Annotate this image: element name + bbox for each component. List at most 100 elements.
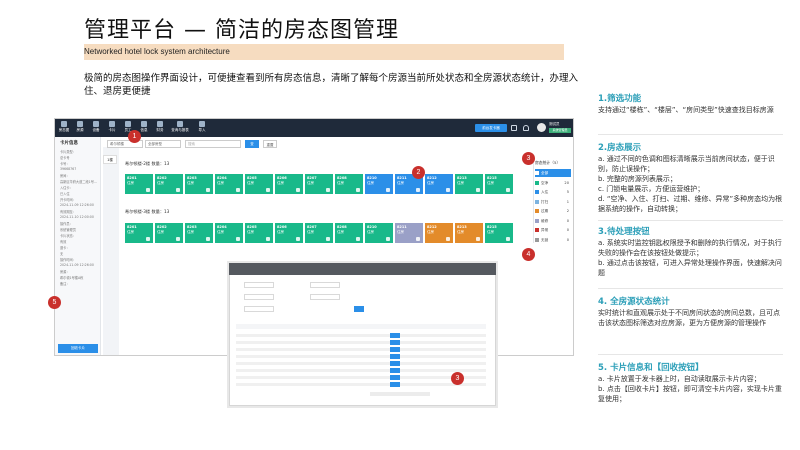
lock-icon [206, 237, 210, 241]
nav-cards[interactable]: 卡片 [105, 121, 119, 133]
divider [598, 354, 783, 355]
tab-floor-1[interactable]: 1楼 [103, 155, 117, 164]
message-icon[interactable] [511, 125, 517, 131]
card-info-line: 卡号： [60, 162, 70, 166]
feature-2: 2.房态展示 a. 通过不同的色调和图标清晰展示当前房间状态，便于识别，防止误操… [598, 142, 783, 214]
dialog-filter-field[interactable] [244, 282, 274, 288]
feature-5: 5. 卡片信息和【回收按钮】 a. 卡片放置于发卡器上时，自动读取展示卡片内容；… [598, 362, 783, 404]
nav-devices[interactable]: 设备 [89, 121, 103, 133]
dialog-row-action-button[interactable] [390, 354, 400, 359]
dialog-filter-field[interactable] [244, 306, 274, 312]
reset-button[interactable]: 重置 [263, 140, 277, 148]
card-info-line: 已入住 [60, 192, 70, 196]
room-status: 住房 [487, 181, 494, 185]
avatar[interactable] [537, 123, 546, 132]
dialog-filter-field[interactable] [310, 294, 340, 300]
query-button[interactable]: 查 [245, 140, 259, 148]
feature-heading: 5. 卡片信息和【回收按钮】 [598, 363, 704, 373]
user-icon [125, 121, 131, 127]
nav-room-status[interactable]: 房态图 [57, 121, 71, 133]
dialog-row-action-button[interactable] [390, 368, 400, 373]
nav-info[interactable]: 信息 [137, 121, 151, 133]
nav-reports[interactable]: 查询与报表 [169, 121, 191, 133]
dialog-query-button[interactable] [354, 306, 364, 312]
lock-icon [206, 188, 210, 192]
status-count: 0 [566, 228, 569, 232]
dialog-row-action-button[interactable] [390, 347, 400, 352]
card-info-line: 卡片状态： [60, 234, 76, 238]
nav-import[interactable]: 导入 [195, 121, 209, 133]
status-color-icon [535, 171, 539, 175]
room-status: 住房 [217, 230, 224, 234]
room-status: 住房 [307, 181, 314, 185]
nav-rooms[interactable]: 房源 [73, 121, 87, 133]
page-description: 极简的房态图操作界面设计，可便捷查看到所有房态信息，清晰了解每个房源当前所处状态… [84, 73, 579, 97]
card-info-line: 退卡： [60, 246, 70, 250]
room-status: 住房 [187, 181, 194, 185]
dialog-row-action-button[interactable] [390, 361, 400, 366]
card-info-line: 系统管理员 [60, 228, 76, 232]
dialog-row-action-button[interactable] [390, 382, 400, 387]
dialog-filter-field[interactable] [244, 294, 274, 300]
card-issuer-button[interactable]: 前台发卡器 [475, 124, 507, 132]
lock-icon [176, 237, 180, 241]
nav-staff[interactable]: 员工 [121, 121, 135, 133]
card-info-line: 2024-11-09 12:26:00 [60, 203, 94, 207]
status-label: 无锁 [541, 237, 549, 242]
status-count: 5 [566, 190, 569, 194]
search-input[interactable]: 搜索 [185, 140, 241, 148]
status-filter-0[interactable]: 全部 [535, 169, 571, 177]
dialog-filter-field[interactable] [310, 282, 340, 288]
dialog-row-action-button[interactable] [390, 375, 400, 380]
dialog-row-action-button[interactable] [390, 340, 400, 345]
room-number: 8205 [247, 225, 257, 229]
room-number: 8203 [187, 176, 197, 180]
room-status: 住房 [307, 230, 314, 234]
user-name: 测试员 [549, 122, 560, 126]
bell-icon[interactable] [523, 125, 529, 131]
dialog-row-action-button[interactable] [390, 333, 400, 338]
divider [598, 288, 783, 289]
room-status: 住房 [337, 230, 344, 234]
building-select[interactable]: 希尔顿楼 [107, 140, 143, 148]
dialog-pagination[interactable] [370, 392, 430, 396]
nav-finance[interactable]: 财务 [153, 121, 167, 133]
dialog-table-row [236, 369, 486, 372]
recycle-card-button[interactable]: 回收卡片 [58, 344, 98, 353]
room-type-select[interactable]: 全部房型 [145, 140, 181, 148]
room-status: 住房 [367, 230, 374, 234]
